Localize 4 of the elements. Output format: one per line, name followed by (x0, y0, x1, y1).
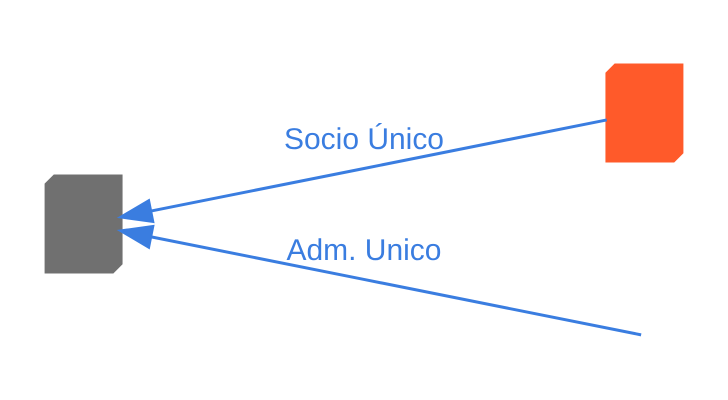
arrow (116, 224, 642, 336)
edge-label: Socio Único (284, 122, 444, 156)
arrow (116, 118, 608, 223)
edge-label: Adm. Unico (286, 233, 442, 266)
